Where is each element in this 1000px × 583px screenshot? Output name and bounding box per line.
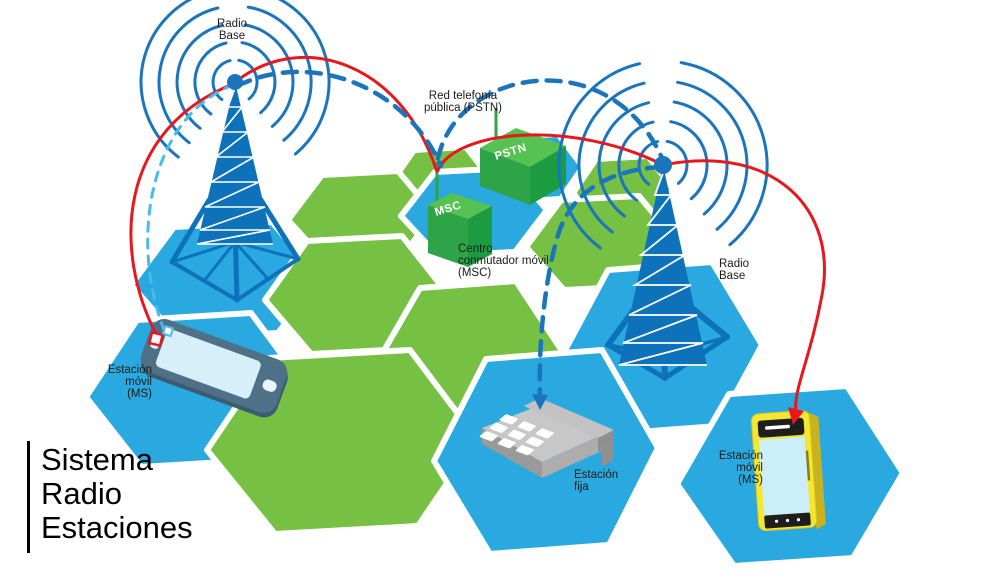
signal-waves-right-tower xyxy=(557,61,769,250)
label-pstn-network: Red telefonía pública (PSTN) xyxy=(424,90,502,114)
mobile-phone-left xyxy=(140,319,288,418)
phone-side-face xyxy=(808,412,826,530)
label-line: (MS) xyxy=(738,474,763,486)
label-radio-base-left: Radio Base xyxy=(217,18,247,42)
label-line: (MS) xyxy=(127,388,152,400)
blue-endpoint-square xyxy=(161,324,175,338)
label-line: Estación xyxy=(108,364,152,376)
title-line: Radio xyxy=(41,476,122,511)
desk-phone-front xyxy=(482,428,542,478)
tower-apex-node-right xyxy=(654,156,672,174)
label-line: Base xyxy=(219,30,245,42)
blue-arrowhead xyxy=(532,394,548,410)
label-line: Centro xyxy=(458,243,493,255)
label-radio-base-right: Radio Base xyxy=(719,258,749,282)
desk-phone-side xyxy=(542,432,608,478)
red-arrowhead xyxy=(788,407,804,425)
label-fixed-station: Estación fija xyxy=(574,469,618,493)
signal-waves-left-tower xyxy=(139,0,331,159)
desk-phone-keypad xyxy=(479,414,554,456)
label-line: Estación xyxy=(719,450,763,462)
msc-box-top xyxy=(428,193,492,219)
label-mobile-station-left: Estación móvil (MS) xyxy=(108,364,152,400)
dashed-link-tower-right-to-fixed xyxy=(537,164,664,401)
diagram-title: Sistema Radio Estaciones xyxy=(27,441,193,553)
dashed-link-tower-left-to-mobile xyxy=(146,83,235,332)
phone-earpiece xyxy=(765,424,790,430)
phone-screen xyxy=(758,436,811,516)
msc-box: MSC xyxy=(428,162,492,267)
label-line: móvil xyxy=(736,462,763,474)
label-line: Red telefonía xyxy=(429,90,498,102)
pstn-box: PSTN xyxy=(480,108,566,205)
red-endpoint-square xyxy=(147,330,165,348)
pstn-box-front xyxy=(480,148,530,205)
radio-base-tower-left xyxy=(169,82,301,303)
label-line: (MSC) xyxy=(458,267,491,279)
desk-phone-handset xyxy=(524,398,614,438)
desk-phone-hook xyxy=(602,440,614,466)
label-line: móvil xyxy=(125,376,152,388)
label-line: fija xyxy=(574,481,589,493)
pstn-box-side xyxy=(530,146,566,205)
title-line: Sistema xyxy=(41,442,153,477)
label-msc-center: Centro conmutador móvil (MSC) xyxy=(458,243,549,279)
dashed-link-tower-left-to-msc xyxy=(234,69,444,169)
phone-screen xyxy=(155,329,261,399)
tower-bracing xyxy=(618,172,707,366)
label-mobile-station-right: Estación móvil (MS) xyxy=(719,450,763,486)
title-line: Estaciones xyxy=(41,510,193,545)
label-line: Base xyxy=(719,270,745,282)
tower-apex-node-left xyxy=(227,74,243,90)
phone-home-button xyxy=(262,379,277,392)
msc-box-front xyxy=(428,205,468,267)
desk-phone xyxy=(479,398,614,478)
label-line: Radio xyxy=(719,258,749,270)
label-line: Radio xyxy=(217,18,247,30)
radio-base-tower-right xyxy=(605,165,730,381)
label-line: Estación xyxy=(574,469,618,481)
tower-bracing xyxy=(196,87,273,245)
red-link-msc-to-mobile-right xyxy=(435,133,826,413)
label-line: conmutador móvil xyxy=(458,255,549,267)
tower-mast xyxy=(197,82,273,244)
label-line: pública (PSTN) xyxy=(424,102,502,114)
dashed-link-msc-to-tower-right xyxy=(435,78,665,161)
msc-box-side xyxy=(468,206,492,267)
